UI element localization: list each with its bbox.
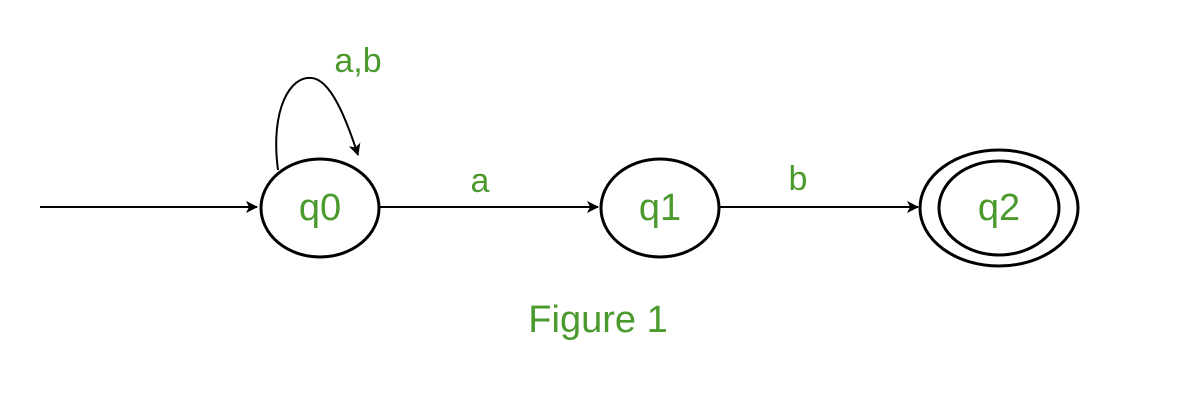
state-q2-label: q2 xyxy=(978,187,1020,229)
edge-label-q0-q0: a,b xyxy=(334,42,381,80)
state-q1: q1 xyxy=(599,157,721,259)
edge-label-q1-q2: b xyxy=(789,160,808,198)
state-q0-label: q0 xyxy=(299,187,341,229)
edge-q0-q0 xyxy=(275,76,361,171)
state-q1-label: q1 xyxy=(639,187,681,229)
state-q1-circle xyxy=(599,157,721,259)
edge-label-q0-q1: a xyxy=(471,162,490,200)
figure-caption: Figure 1 xyxy=(528,299,667,341)
state-q0: q0 xyxy=(259,157,381,259)
state-q0-circle xyxy=(259,157,381,259)
state-q2: q2 xyxy=(918,148,1080,268)
state-q2-inner-circle xyxy=(937,159,1061,257)
